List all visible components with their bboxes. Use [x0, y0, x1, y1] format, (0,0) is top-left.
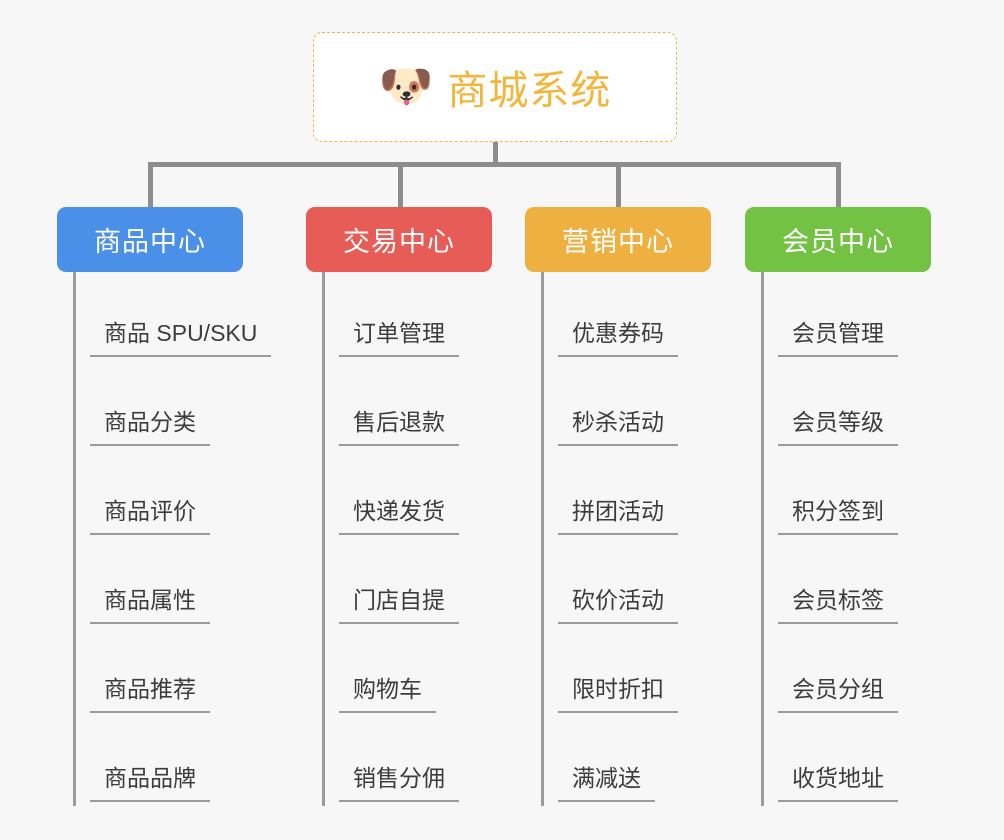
list-item[interactable]: 商品评价 [76, 450, 296, 539]
leaf-label: 商品分类 [90, 403, 210, 446]
list-item[interactable]: 购物车 [325, 628, 505, 717]
list-item[interactable]: 满减送 [544, 717, 724, 806]
leaf-label: 优惠券码 [558, 314, 678, 357]
list-item[interactable]: 快递发货 [325, 450, 505, 539]
category-header-marketing-center[interactable]: 营销中心 [525, 207, 711, 272]
category-header-label: 会员中心 [782, 227, 894, 257]
leaf-label: 会员标签 [778, 581, 898, 624]
connector-root-stem [493, 142, 498, 166]
category-header-trade-center[interactable]: 交易中心 [306, 207, 492, 272]
category-header-product-center[interactable]: 商品中心 [57, 207, 243, 272]
leaf-label: 满减送 [558, 759, 655, 802]
root-node-label: 商城系统 [447, 69, 612, 113]
shiba-dog-face-icon: 🐶 [378, 62, 434, 111]
list-item[interactable]: 商品属性 [76, 539, 296, 628]
leaf-label: 会员管理 [778, 314, 898, 357]
list-item[interactable]: 限时折扣 [544, 628, 724, 717]
leaf-label: 商品评价 [90, 492, 210, 535]
list-item[interactable]: 商品 SPU/SKU [76, 272, 296, 361]
leaf-label: 商品 SPU/SKU [90, 314, 272, 357]
leaf-list-trade-center: 订单管理 售后退款 快递发货 门店自提 购物车 销售分佣 [322, 272, 505, 806]
leaf-label: 砍价活动 [558, 581, 678, 624]
list-item[interactable]: 优惠券码 [544, 272, 724, 361]
connector-drop-marketing [616, 162, 621, 208]
list-item[interactable]: 会员标签 [764, 539, 944, 628]
list-item[interactable]: 订单管理 [325, 272, 505, 361]
list-item[interactable]: 秒杀活动 [544, 361, 724, 450]
leaf-label: 积分签到 [778, 492, 898, 535]
branch-marketing-center: 营销中心 优惠券码 秒杀活动 拼团活动 砍价活动 限时折扣 满减送 [525, 207, 724, 806]
list-item[interactable]: 商品品牌 [76, 717, 296, 806]
list-item[interactable]: 门店自提 [325, 539, 505, 628]
leaf-label: 商品推荐 [90, 670, 210, 713]
list-item[interactable]: 收货地址 [764, 717, 944, 806]
leaf-label: 秒杀活动 [558, 403, 678, 446]
connector-drop-trade [398, 162, 403, 208]
leaf-label: 商品属性 [90, 581, 210, 624]
list-item[interactable]: 积分签到 [764, 450, 944, 539]
leaf-label: 订单管理 [339, 314, 459, 357]
root-node-mall-system[interactable]: 🐶 商城系统 [313, 32, 677, 142]
leaf-label: 会员等级 [778, 403, 898, 446]
leaf-list-member-center: 会员管理 会员等级 积分签到 会员标签 会员分组 收货地址 [761, 272, 944, 806]
list-item[interactable]: 销售分佣 [325, 717, 505, 806]
leaf-label: 限时折扣 [558, 670, 678, 713]
branch-product-center: 商品中心 商品 SPU/SKU 商品分类 商品评价 商品属性 商品推荐 商品品牌 [57, 207, 296, 806]
leaf-label: 购物车 [339, 670, 436, 713]
branch-trade-center: 交易中心 订单管理 售后退款 快递发货 门店自提 购物车 销售分佣 [306, 207, 505, 806]
list-item[interactable]: 商品推荐 [76, 628, 296, 717]
leaf-label: 商品品牌 [90, 759, 210, 802]
leaf-label: 门店自提 [339, 581, 459, 624]
list-item[interactable]: 售后退款 [325, 361, 505, 450]
category-header-label: 商品中心 [94, 227, 206, 257]
leaf-label: 拼团活动 [558, 492, 678, 535]
leaf-list-product-center: 商品 SPU/SKU 商品分类 商品评价 商品属性 商品推荐 商品品牌 [73, 272, 296, 806]
connector-drop-product [148, 162, 153, 208]
list-item[interactable]: 会员分组 [764, 628, 944, 717]
leaf-label: 销售分佣 [339, 759, 459, 802]
connector-drop-member [836, 162, 841, 208]
leaf-list-marketing-center: 优惠券码 秒杀活动 拼团活动 砍价活动 限时折扣 满减送 [541, 272, 724, 806]
list-item[interactable]: 会员管理 [764, 272, 944, 361]
connector-horizontal-bus [148, 162, 840, 167]
list-item[interactable]: 拼团活动 [544, 450, 724, 539]
leaf-label: 会员分组 [778, 670, 898, 713]
list-item[interactable]: 商品分类 [76, 361, 296, 450]
leaf-label: 快递发货 [339, 492, 459, 535]
leaf-label: 收货地址 [778, 759, 898, 802]
category-header-label: 交易中心 [343, 227, 455, 257]
category-header-member-center[interactable]: 会员中心 [745, 207, 931, 272]
list-item[interactable]: 会员等级 [764, 361, 944, 450]
list-item[interactable]: 砍价活动 [544, 539, 724, 628]
category-header-label: 营销中心 [562, 227, 674, 257]
leaf-label: 售后退款 [339, 403, 459, 446]
branch-member-center: 会员中心 会员管理 会员等级 积分签到 会员标签 会员分组 收货地址 [745, 207, 944, 806]
